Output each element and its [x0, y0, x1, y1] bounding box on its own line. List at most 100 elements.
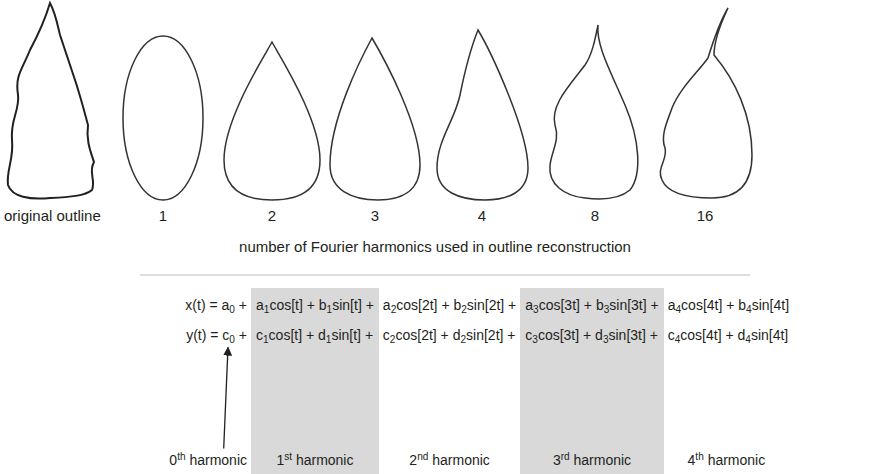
- text-run: cos[3t] + d: [538, 327, 603, 343]
- harmonic-label: 3rd harmonic: [553, 452, 631, 469]
- text-run: harmonic: [186, 452, 247, 468]
- ordinal-suffix: st: [284, 451, 292, 462]
- subscript-index: 4: [745, 333, 751, 344]
- reconstruction-1: [123, 36, 203, 200]
- text-run: number of Fourier harmonics used in outl…: [239, 238, 631, 255]
- subscript-index: 4: [676, 303, 682, 314]
- harmonic-band: a3cos[3t] + b3sin[3t] +c3cos[3t] + d3sin…: [520, 288, 663, 474]
- equation-term: x(t) = a0 +: [185, 297, 247, 314]
- text-run: +: [235, 297, 247, 313]
- ordinal-suffix: th: [695, 451, 703, 462]
- text-run: 0: [169, 452, 177, 468]
- subscript-index: 2: [390, 333, 396, 344]
- equation-term: a3cos[3t] + b3sin[3t] +: [525, 297, 658, 314]
- text-run: original outline: [4, 207, 101, 224]
- text-run: c: [525, 327, 532, 343]
- text-run: 2: [409, 452, 417, 468]
- subscript-index: 2: [461, 303, 467, 314]
- subscript-index: 3: [603, 333, 609, 344]
- text-run: sin[4t]: [752, 297, 789, 313]
- original-leaf: [8, 3, 94, 199]
- text-run: a: [383, 297, 391, 313]
- text-run: harmonic: [292, 452, 353, 468]
- harmonic-count: 1: [159, 207, 167, 225]
- harmonic-count: 16: [697, 207, 714, 225]
- harmonic-label: 0th harmonic: [169, 452, 247, 469]
- equation-term: a1cos[t] + b1sin[t] +: [256, 297, 374, 314]
- equation-term: c4cos[4t] + d4sin[4t]: [668, 327, 789, 344]
- text-run: +: [235, 327, 247, 343]
- equation-term: a2cos[2t] + b2sin[2t] +: [383, 297, 516, 314]
- subscript-index: 1: [264, 303, 270, 314]
- text-run: a: [256, 297, 264, 313]
- text-run: 8: [591, 207, 599, 224]
- reconstruction-3: [330, 38, 420, 200]
- harmonic-label: 2nd harmonic: [409, 452, 489, 469]
- subscript-index: 0: [229, 333, 235, 344]
- text-run: 1: [159, 207, 167, 224]
- reconstruction-8: [550, 25, 638, 199]
- text-run: 2: [268, 207, 276, 224]
- subscript-index: 1: [263, 333, 269, 344]
- text-run: sin[2t] +: [466, 327, 515, 343]
- text-run: cos[4t] + d: [680, 327, 745, 343]
- axis-caption: number of Fourier harmonics used in outl…: [239, 238, 631, 256]
- subscript-index: 3: [532, 333, 538, 344]
- text-run: harmonic: [704, 452, 765, 468]
- equation-term: y(t) = c0 +: [186, 327, 247, 344]
- subscript-index: 2: [391, 303, 397, 314]
- text-run: a: [525, 297, 533, 313]
- subscript-index: 3: [533, 303, 539, 314]
- text-run: cos[2t] + d: [395, 327, 460, 343]
- text-run: sin[t] +: [331, 327, 373, 343]
- text-run: cos[3t] + b: [539, 297, 604, 313]
- text-run: 16: [697, 207, 714, 224]
- text-run: c: [668, 327, 675, 343]
- text-run: cos[t] + d: [269, 327, 326, 343]
- harmonic-label: 4th harmonic: [688, 452, 766, 469]
- text-run: sin[t] +: [332, 297, 374, 313]
- harmonic-count: 8: [591, 207, 599, 225]
- subscript-index: 1: [326, 333, 332, 344]
- text-run: cos[t] + b: [269, 297, 326, 313]
- subscript-index: 2: [460, 333, 466, 344]
- ordinal-suffix: th: [177, 451, 185, 462]
- text-run: cos[2t] + b: [396, 297, 461, 313]
- text-run: cos[4t] + b: [681, 297, 746, 313]
- text-run: x(t) = a: [185, 297, 229, 313]
- ordinal-suffix: rd: [561, 451, 570, 462]
- equation-term: a4cos[4t] + b4sin[4t]: [668, 297, 789, 314]
- text-run: 3: [371, 207, 379, 224]
- text-run: sin[4t]: [751, 327, 788, 343]
- text-run: harmonic: [570, 452, 631, 468]
- text-run: 3: [553, 452, 561, 468]
- subscript-index: 0: [229, 303, 235, 314]
- harmonic-count: 3: [371, 207, 379, 225]
- subscript-index: 3: [604, 303, 610, 314]
- text-run: 4: [688, 452, 696, 468]
- subscript-index: 4: [675, 333, 681, 344]
- harmonic-count: 2: [268, 207, 276, 225]
- reconstruction-2: [224, 42, 320, 200]
- harmonic-count: 4: [478, 207, 486, 225]
- text-run: sin[3t] +: [609, 297, 658, 313]
- text-run: sin[3t] +: [608, 327, 657, 343]
- text-run: c: [256, 327, 263, 343]
- text-run: a: [668, 297, 676, 313]
- text-run: 1: [276, 452, 284, 468]
- equation-term: c1cos[t] + d1sin[t] +: [256, 327, 373, 344]
- text-run: c: [383, 327, 390, 343]
- harmonic-band: a1cos[t] + b1sin[t] +c1cos[t] + d1sin[t]…: [251, 288, 379, 474]
- separator-rule: [140, 274, 750, 275]
- text-run: sin[2t] +: [467, 297, 516, 313]
- text-run: y(t) = c: [186, 327, 229, 343]
- ordinal-suffix: nd: [417, 451, 428, 462]
- equation-term: c3cos[3t] + d3sin[3t] +: [525, 327, 658, 344]
- reconstruction-4: [437, 30, 528, 200]
- subscript-index: 1: [327, 303, 333, 314]
- text-run: harmonic: [428, 452, 489, 468]
- equation-term: c2cos[2t] + d2sin[2t] +: [383, 327, 516, 344]
- outline-caption: original outline: [4, 207, 101, 225]
